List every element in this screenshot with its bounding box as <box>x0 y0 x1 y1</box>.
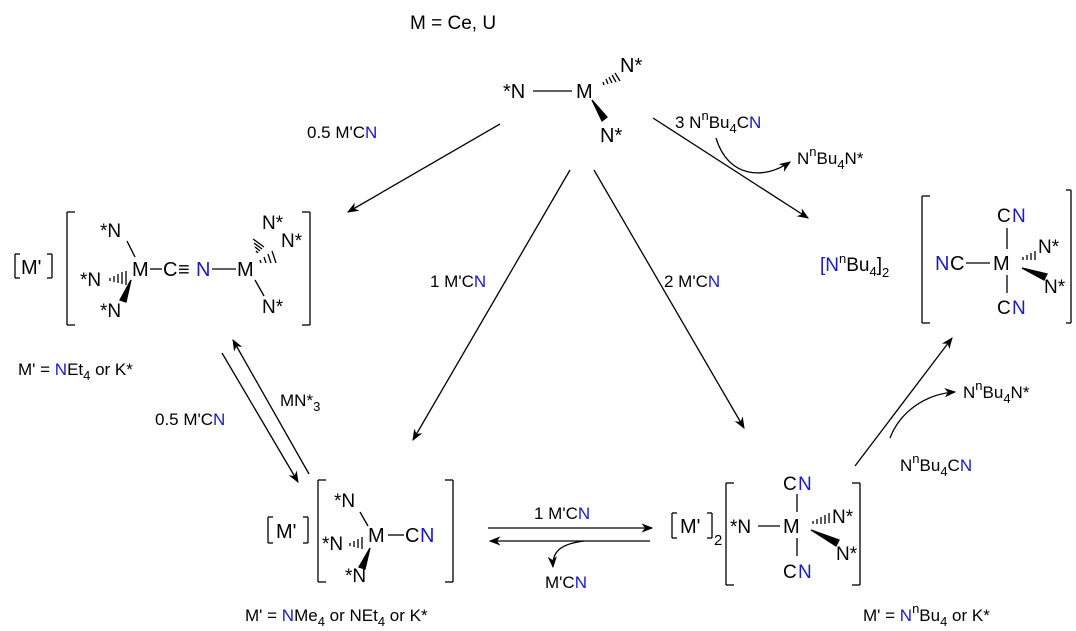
arrow-to-monocyanide <box>412 169 571 442</box>
svg-text:N*: N* <box>1038 237 1060 258</box>
curved-arrow-right <box>889 388 957 439</box>
curved-arrow-bottom <box>547 540 585 569</box>
reagent-bottom-forward: 1 M'CN <box>534 504 590 523</box>
svg-text:M: M <box>993 253 1010 275</box>
svg-text:M: M <box>237 259 254 281</box>
dicyanide-complex: M' 2 *N M C N C N N* N* M' = NnBu4 or K* <box>671 474 990 629</box>
arrow-to-tetracyanide <box>652 117 809 219</box>
curved-arrow-top-right <box>715 137 791 174</box>
svg-text:M': M' <box>21 257 41 279</box>
svg-text:N*: N* <box>600 125 622 147</box>
svg-text:N*: N* <box>836 544 858 565</box>
svg-text:M': M' <box>680 516 700 538</box>
reagent-center-right: 2 M'CN <box>664 272 720 291</box>
svg-text:N: N <box>196 259 210 281</box>
svg-text:≡: ≡ <box>178 259 190 281</box>
byproduct-right: NnBu4N* <box>963 378 1030 406</box>
arrow-to-dimer <box>346 123 501 213</box>
svg-text:N*: N* <box>262 297 284 318</box>
svg-text:N*: N* <box>620 55 642 77</box>
svg-text:C: C <box>405 525 419 547</box>
bold-wedge <box>591 99 608 123</box>
svg-text:N*: N* <box>281 231 303 252</box>
svg-text:N: N <box>798 474 812 495</box>
svg-text:*N: *N <box>503 81 525 103</box>
arrow-monocyanide-to-dimer <box>232 338 310 475</box>
starting-complex: *N M N* N* <box>503 55 642 147</box>
reagent-equilibrium-up: MN*3 <box>280 391 320 414</box>
svg-text:C: C <box>997 206 1011 227</box>
arrow-dimer-to-monocyanide <box>221 352 299 484</box>
tetracyanide-complex: [NnBu4]2 N C M C N C N N* N* <box>820 189 1072 324</box>
svg-text:M: M <box>783 516 800 538</box>
metal-definition: M = Ce, U <box>410 13 496 34</box>
svg-text:N: N <box>1012 206 1026 227</box>
svg-text:*N: *N <box>345 566 366 587</box>
svg-text:M: M <box>576 81 593 103</box>
svg-text:*N: *N <box>730 517 751 538</box>
svg-text:N*: N* <box>1044 277 1066 298</box>
svg-text:N*: N* <box>262 213 284 234</box>
svg-text:N*: N* <box>832 507 854 528</box>
svg-text:C: C <box>997 298 1011 319</box>
reagent-equilibrium-down: 0.5 M'CN <box>155 410 225 429</box>
svg-text:C: C <box>950 253 964 275</box>
svg-text:*N: *N <box>322 534 343 555</box>
arrow-to-dicyanide <box>593 169 745 430</box>
reagent-top-right: 3 NnBu4CN <box>675 108 761 136</box>
svg-text:N: N <box>420 525 434 547</box>
svg-text:*N: *N <box>100 301 121 322</box>
svg-text:*N: *N <box>334 491 355 512</box>
svg-text:C: C <box>163 259 177 281</box>
dimer-complex: M' *N *N *N M C ≡ N M N* N <box>14 211 311 383</box>
svg-text:M: M <box>132 259 149 281</box>
monocyanide-cation-label: M' = NMe4 or NEt4 or K* <box>245 606 428 629</box>
svg-text:2: 2 <box>714 532 722 549</box>
monocyanide-complex: M' *N *N *N M C N M' = NMe4 or NEt4 or K… <box>245 479 454 629</box>
svg-text:*N: *N <box>100 221 121 242</box>
dicyanide-cation-label: M' = NnBu4 or K* <box>863 601 990 629</box>
svg-text:M: M <box>368 525 385 547</box>
reagent-center-left: 1 M'CN <box>430 272 486 291</box>
svg-text:N: N <box>935 253 949 275</box>
svg-text:C: C <box>783 562 797 583</box>
svg-text:C: C <box>783 474 797 495</box>
byproduct-bottom: M'CN <box>545 573 587 592</box>
arrow-dicyanide-to-tetracyanide <box>854 337 953 467</box>
svg-text:M': M' <box>276 521 296 543</box>
dimer-cation-label: M' = NEt4 or K* <box>18 360 133 383</box>
reagent-right: NnBu4CN <box>900 451 972 479</box>
svg-text:[NnBu4]2: [NnBu4]2 <box>820 251 889 280</box>
byproduct-top-right: NnBu4N* <box>797 144 864 172</box>
svg-text:N: N <box>1012 298 1026 319</box>
svg-text:N: N <box>798 562 812 583</box>
reagent-top-left: 0.5 M'CN <box>307 123 377 142</box>
svg-text:*N: *N <box>80 270 101 291</box>
hashed-wedge <box>602 72 621 86</box>
